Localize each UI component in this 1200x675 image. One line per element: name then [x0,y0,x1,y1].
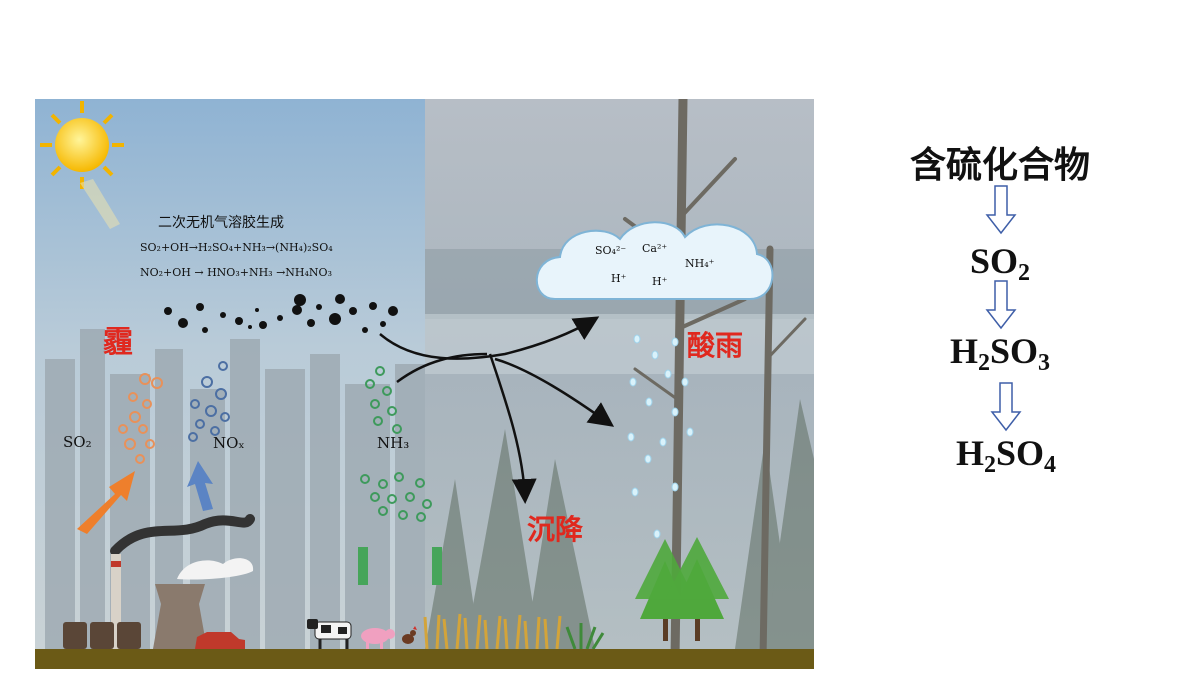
haze-label: 霾 [103,325,133,360]
oil-tanks [63,622,141,649]
rain-cloud [535,221,774,300]
ion-calcium: Ca²⁺ [642,242,667,255]
ion-hydrogen-2: H⁺ [652,275,668,288]
down-arrow-icon [990,382,1022,432]
haze-particles [164,294,398,333]
reaction-2: NO₂+OH → HNO₃+NH₃ →NH₄NO₃ [140,266,332,279]
sun-icon [40,101,124,229]
wheat-field [423,613,562,650]
so2-emission-arrow [77,471,135,534]
chain-title: 含硫化合物 [909,145,1090,186]
city-skyline [45,329,425,649]
ground-strip [35,649,814,669]
cloud-ions: SO₄²⁻ Ca²⁺ H⁺ H⁺ NH₄⁺ [595,242,715,288]
process-title: 二次无机气溶胶生成 [158,214,284,231]
flow-arrows [379,316,615,504]
raindrops [627,334,694,539]
ion-ammonium: NH₄⁺ [685,257,715,270]
down-arrow-icon [985,185,1017,235]
pine-trees [635,537,729,641]
rooster-icon [402,626,417,644]
cooling-tower [153,584,207,649]
lake [425,314,814,374]
chem-h2so4: H2SO4 [955,433,1057,478]
factory-smoke [110,514,255,556]
acid-rain-illustration: 二次无机气溶胶生成 SO₂+OH→H₂SO₄+NH₃→(NH₄)₂SO₄ NO₂… [35,99,814,669]
car-icon [195,632,245,649]
nh3-source-label: NH₃ [377,434,409,452]
sulfur-compound-chain: 含硫化合物 SO2 H2SO3 H2SO4 [880,130,1140,510]
pig-icon [361,628,395,649]
steam-cloud [177,558,254,580]
ion-hydrogen-1: H⁺ [611,272,627,285]
deposition-label: 沉降 [527,513,584,546]
acid-rain-label: 酸雨 [687,329,743,362]
chimney-band [111,561,121,567]
grass-tuft [565,623,605,650]
nox-source-label: NOₓ [213,434,245,452]
ion-sulfate: SO₄²⁻ [595,244,626,257]
down-arrow-icon [985,280,1017,330]
nox-emission-arrow [187,461,213,511]
chimney [111,554,121,649]
so2-source-label: SO₂ [63,433,92,451]
chem-h2so3: H2SO3 [949,331,1051,376]
cow-icon [307,619,352,649]
nox-bubbles [188,361,230,442]
nh3-emission-bar-right [432,547,442,585]
chem-so2: SO2 [969,241,1031,286]
nh3-emission-bar-left [358,547,368,585]
reaction-1: SO₂+OH→H₂SO₄+NH₃→(NH₄)₂SO₄ [140,241,333,254]
nh3-bubbles [360,366,432,522]
so2-bubbles [118,373,163,464]
